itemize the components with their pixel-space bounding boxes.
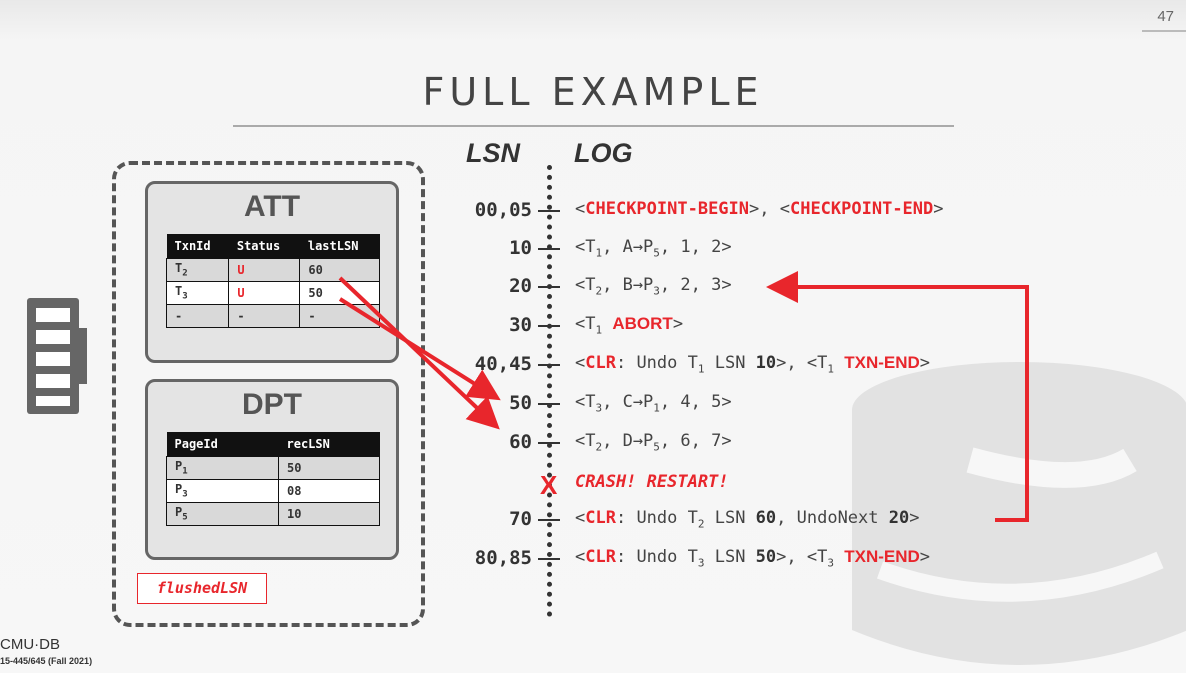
timeline-tick bbox=[538, 442, 560, 444]
dpt-title: DPT bbox=[242, 388, 302, 421]
log-record: <T3, C→P1, 4, 5> bbox=[575, 392, 732, 415]
lsn-label: 00,05 bbox=[474, 199, 532, 221]
att-header-lastlsn: lastLSN bbox=[299, 234, 380, 259]
flushed-lsn-box: flushedLSN bbox=[137, 573, 267, 604]
course-label: 15-445/645 (Fall 2021) bbox=[0, 656, 93, 666]
lsn-label: 60 bbox=[509, 431, 532, 453]
log-record: <CHECKPOINT-BEGIN>, <CHECKPOINT-END> bbox=[575, 199, 944, 219]
arrow-undonext-to-lsn20 bbox=[766, 271, 1029, 522]
memory-module-icon bbox=[27, 298, 87, 414]
log-record: <CLR: Undo T3 LSN 50>, <T3 TXN-END> bbox=[575, 547, 931, 570]
dpt-cell-page: P5 bbox=[166, 502, 279, 526]
att-cell-status: - bbox=[228, 304, 301, 328]
dpt-header-reclsn: recLSN bbox=[278, 432, 380, 457]
timeline-tick bbox=[538, 248, 560, 250]
timeline-tick bbox=[538, 558, 560, 560]
arrow-t2-to-lsn60 bbox=[338, 276, 500, 430]
dpt-cell-reclsn: 08 bbox=[278, 479, 380, 503]
lsn-label: 10 bbox=[509, 237, 532, 259]
dpt-cell-page: P3 bbox=[166, 479, 279, 503]
att-table: TxnId Status lastLSN T2 U 60 T3 U 50 - -… bbox=[165, 234, 380, 328]
lsn-label: 50 bbox=[509, 392, 532, 414]
att-cell-lastlsn: 60 bbox=[299, 258, 380, 282]
log-record: <T2, D→P5, 6, 7> bbox=[575, 431, 732, 454]
slide-number-rule bbox=[1142, 30, 1186, 32]
timeline-tick bbox=[538, 325, 560, 327]
lsn-label: 30 bbox=[509, 314, 532, 336]
att-header-txnid: TxnId bbox=[166, 234, 229, 259]
log-column-header: LOG bbox=[574, 138, 633, 168]
log-record: <CLR: Undo T1 LSN 10>, <T1 TXN-END> bbox=[575, 353, 931, 376]
timeline-tick bbox=[538, 364, 560, 366]
lsn-label: 70 bbox=[509, 508, 532, 530]
dpt-cell-page: P1 bbox=[166, 456, 279, 480]
title-rule bbox=[233, 125, 954, 127]
slide-number: 47 bbox=[1157, 8, 1174, 25]
table-row: T3 U 50 bbox=[165, 281, 380, 305]
log-record: <T1, A→P5, 1, 2> bbox=[575, 237, 732, 260]
timeline-tick bbox=[538, 210, 560, 212]
database-icon bbox=[852, 362, 1186, 665]
table-row: - - - bbox=[165, 304, 380, 328]
table-row: P1 50 bbox=[166, 456, 380, 480]
dpt-cell-reclsn: 50 bbox=[278, 456, 380, 480]
timeline-tick bbox=[538, 403, 560, 405]
dpt-cell-reclsn: 10 bbox=[278, 502, 380, 526]
att-cell-status: U bbox=[228, 258, 301, 282]
log-timeline bbox=[547, 165, 552, 617]
log-record: <T2, B→P3, 2, 3> bbox=[575, 275, 732, 298]
att-header-status: Status bbox=[228, 234, 300, 259]
log-record: <CLR: Undo T2 LSN 60, UndoNext 20> bbox=[575, 508, 920, 531]
att-cell-lastlsn: - bbox=[299, 304, 380, 328]
table-row: P3 08 bbox=[166, 479, 380, 503]
table-row: P5 10 bbox=[166, 502, 380, 526]
att-title: ATT bbox=[243, 190, 301, 223]
dpt-header-pageid: PageId bbox=[166, 432, 279, 457]
timeline-tick bbox=[538, 286, 560, 288]
dpt-table: PageId recLSN P1 50 P3 08 P5 10 bbox=[166, 432, 380, 526]
lsn-column-header: LSN bbox=[466, 138, 520, 168]
log-record: <T1 ABORT> bbox=[575, 314, 684, 337]
timeline-tick bbox=[538, 519, 560, 521]
cmu-db-logo: CMU·DB bbox=[0, 636, 60, 653]
lsn-label: 80,85 bbox=[474, 547, 532, 569]
crash-x-icon: X bbox=[540, 470, 558, 500]
memory-dashed-boundary bbox=[112, 161, 425, 627]
lsn-label: 20 bbox=[509, 275, 532, 297]
att-cell-txn: - bbox=[165, 304, 230, 328]
dpt-panel: DPT PageId recLSN P1 50 P3 08 P5 10 bbox=[145, 379, 399, 560]
arrow-t3-to-lsn50 bbox=[338, 297, 501, 401]
att-cell-txn: T3 bbox=[165, 281, 230, 305]
crash-restart-label: CRASH! RESTART! bbox=[575, 472, 729, 492]
lsn-label: 40,45 bbox=[474, 353, 532, 375]
slide-title: FULL EXAMPLE bbox=[422, 70, 764, 114]
att-panel: ATT TxnId Status lastLSN T2 U 60 T3 U 50… bbox=[145, 181, 399, 363]
